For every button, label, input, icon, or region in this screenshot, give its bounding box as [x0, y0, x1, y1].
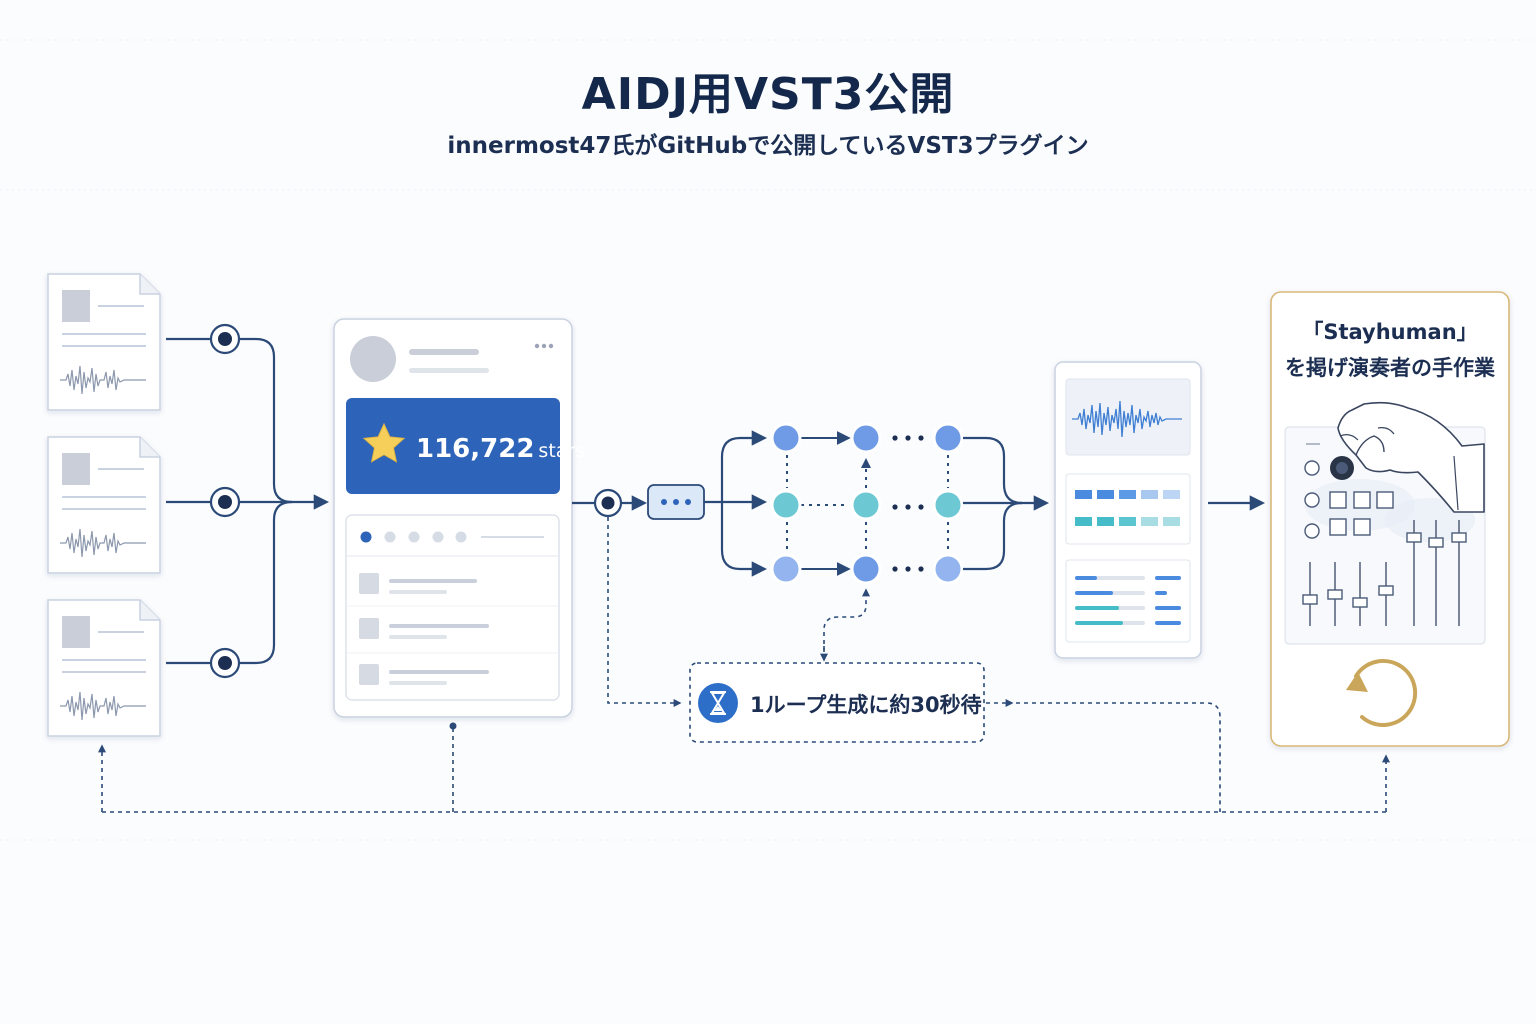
fader-handles [1302, 532, 1467, 608]
document-icon [62, 616, 146, 673]
human-card-line-2: を掲げ演奏者の手作業 [1285, 356, 1495, 380]
merge-node [209, 323, 241, 679]
document-icon [62, 453, 146, 510]
page-subtitle: innermost47氏がGitHubで公開しているVST3プラグイン [447, 133, 1089, 159]
repo-list-panel [345, 514, 560, 701]
generation-connectors [572, 430, 768, 577]
human-card-line-1: 「Stayhuman」 [1302, 320, 1478, 344]
star-count-unit: stars [538, 440, 586, 462]
star-icon [362, 422, 406, 463]
knob-icon [1330, 456, 1354, 480]
human-card-caption: 「Stayhuman」 を掲げ演奏者の手作業 [1272, 314, 1508, 386]
input-connectors [166, 337, 330, 665]
waveform-icon [60, 528, 146, 558]
refresh-icon [1346, 658, 1418, 727]
page-title: AIDJ用VST3公開 [581, 69, 955, 120]
document-icon [62, 290, 146, 347]
ellipsis-icon [534, 343, 554, 349]
ellipsis-icon [661, 499, 691, 505]
star-banner [346, 398, 560, 494]
node-network-links [786, 431, 949, 576]
output-connectors [963, 436, 1266, 571]
star-count-value: 116,722 [416, 434, 535, 464]
hourglass-icon [710, 691, 726, 715]
wait-note: 1ループ生成に約30秒待 [750, 693, 982, 717]
progress-lines [1075, 576, 1181, 625]
level-bars [1075, 490, 1180, 526]
ellipsis-icon [892, 435, 924, 572]
mixer-buttons [1304, 460, 1394, 539]
waveform-icon [60, 691, 146, 721]
feedback-links [98, 517, 1390, 813]
hand-icon [1337, 401, 1485, 513]
waveform-icon [1072, 400, 1182, 438]
wait-note-box [689, 662, 985, 743]
avatar [350, 336, 396, 382]
network-nodes [770, 422, 964, 585]
waveform-icon [60, 365, 146, 395]
